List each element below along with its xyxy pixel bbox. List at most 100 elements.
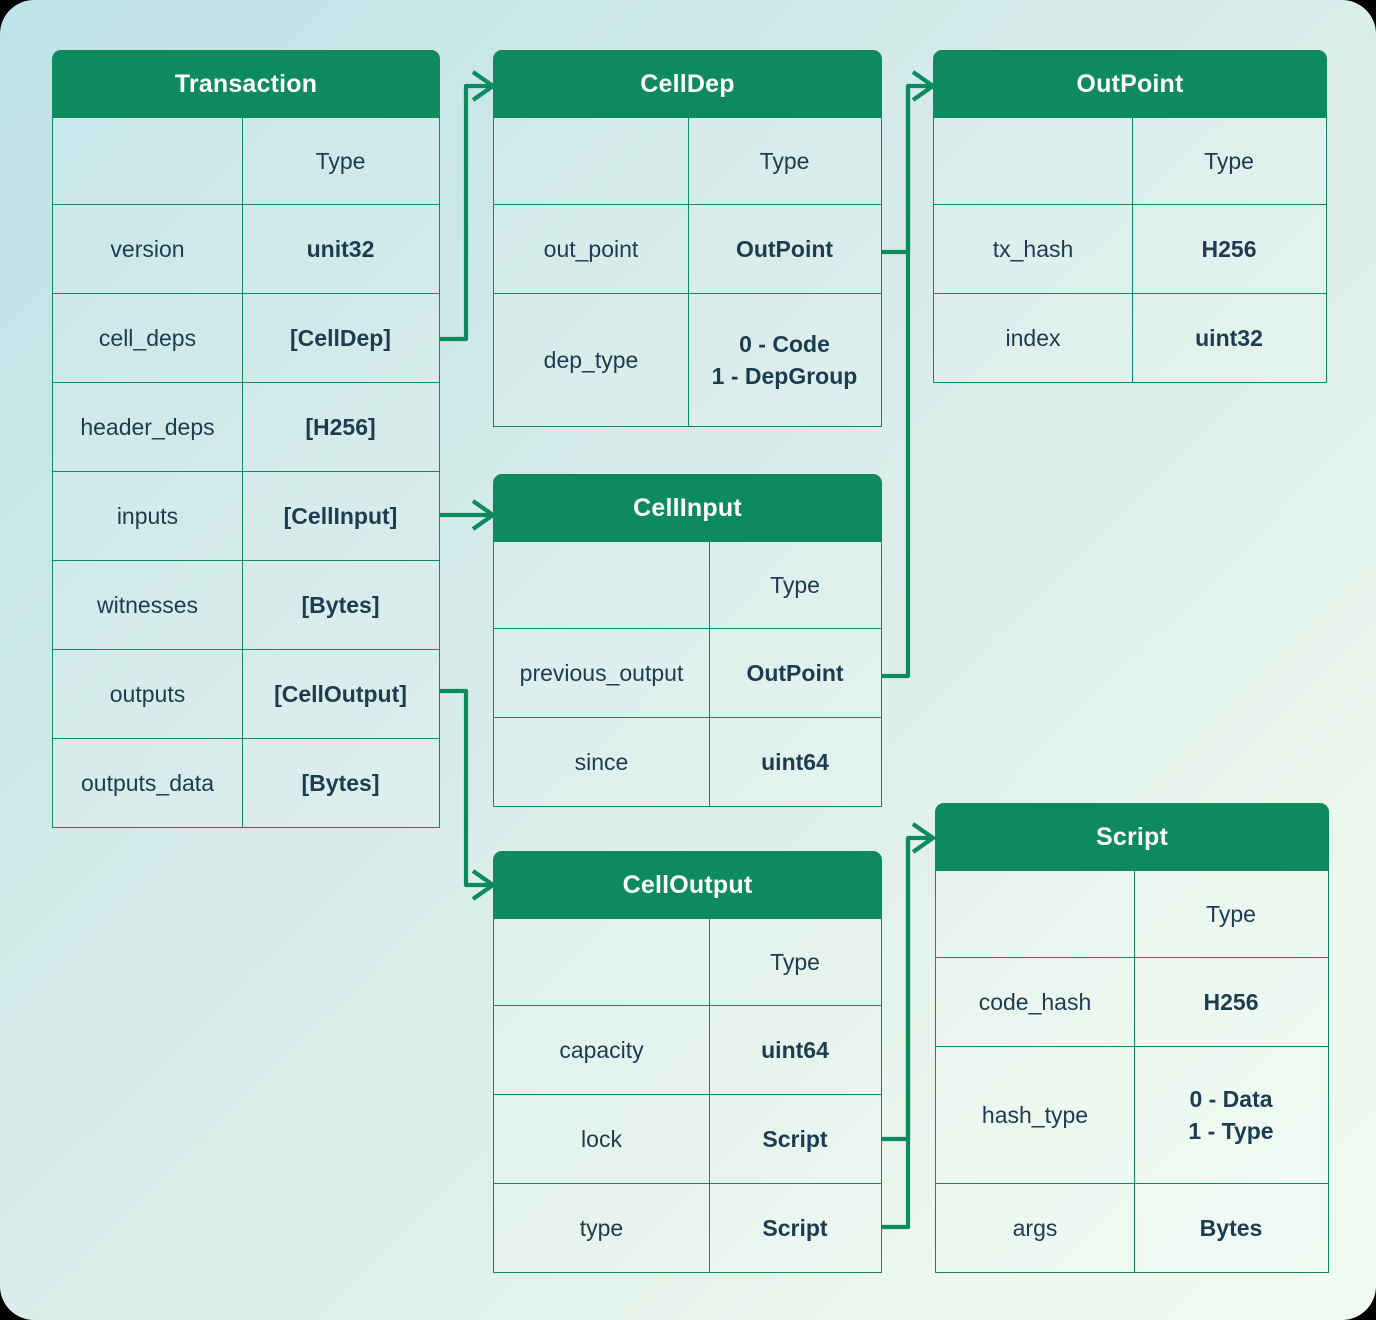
table-row: witnesses [Bytes] [53,561,439,650]
column-header-type: Type [1204,147,1254,174]
field-type: unit32 [306,235,375,262]
field-type: Bytes [1199,1214,1263,1241]
column-header-field [53,118,243,204]
column-header-field [934,118,1133,204]
field-name: out_point [494,205,689,293]
field-type: OutPoint [735,235,834,262]
entity-script-title: Script [935,803,1329,871]
entity-transaction-body: Type version unit32 cell_deps [CellDep] … [52,118,440,828]
link-celldeps-to-celldep [440,70,496,342]
field-type-line: 0 - Code [739,330,830,357]
table-row: tx_hash H256 [934,205,1326,294]
table-row: args Bytes [936,1184,1328,1272]
entity-script-body: Type code_hash H256 hash_type 0 - Data 1… [935,871,1329,1273]
entity-outpoint-body: Type tx_hash H256 index uint32 [933,118,1327,383]
table-row: version unit32 [53,205,439,294]
entity-celloutput-title: CellOutput [493,851,882,919]
field-name: outputs_data [53,739,243,827]
table-row: lock Script [494,1095,881,1184]
field-name: since [494,718,710,806]
field-name: tx_hash [934,205,1133,293]
field-type: uint64 [761,748,829,775]
table-row: hash_type 0 - Data 1 - Type [936,1047,1328,1184]
field-type-line: 1 - Type [1188,1118,1274,1144]
entity-celloutput-body: Type capacity uint64 lock Script type Sc… [493,919,882,1273]
entity-outpoint-title: OutPoint [933,50,1327,118]
table-header-row: Type [494,919,881,1006]
entity-celldep: CellDep Type out_point OutPoint dep_type… [493,50,882,427]
column-header-type: Type [770,571,820,598]
field-name: dep_type [494,294,689,426]
entity-celldep-title: CellDep [493,50,882,118]
field-type: uint32 [1195,324,1263,351]
entity-celloutput: CellOutput Type capacity uint64 lock Scr… [493,851,882,1273]
column-header-field [494,919,710,1005]
field-name: code_hash [936,958,1135,1046]
field-type-line: 1 - DepGroup [711,363,858,389]
field-type: [CellOutput] [274,680,407,707]
field-name: cell_deps [53,294,243,382]
field-type: uint64 [761,1036,829,1063]
field-name: version [53,205,243,293]
field-type: H256 [1201,235,1257,262]
field-type: Script [762,1214,828,1241]
entity-transaction: Transaction Type version unit32 cell_dep… [52,50,440,828]
table-header-row: Type [934,118,1326,205]
entity-script: Script Type code_hash H256 hash_type 0 -… [935,803,1329,1273]
link-outpoint-ref-from-cellinput [882,86,911,679]
table-row: outputs [CellOutput] [53,650,439,739]
field-type: [Bytes] [301,591,380,618]
table-row: capacity uint64 [494,1006,881,1095]
table-header-row: Type [53,118,439,205]
field-type: 0 - Data 1 - Type [1135,1047,1327,1183]
entity-cellinput: CellInput Type previous_output OutPoint … [493,474,882,807]
link-script-ref-from-type [882,838,911,1230]
table-row: header_deps [H256] [53,383,439,472]
column-header-type: Type [770,948,820,975]
column-header-field [494,118,689,204]
entity-outpoint: OutPoint Type tx_hash H256 index uint32 [933,50,1327,383]
field-type: OutPoint [746,659,844,686]
field-name: previous_output [494,629,710,717]
field-type: [CellDep] [290,324,391,351]
field-type: [CellInput] [283,502,398,529]
column-header-type: Type [759,147,810,174]
field-name: lock [494,1095,710,1183]
column-header-type: Type [1206,900,1256,927]
field-name: header_deps [53,383,243,471]
table-row: code_hash H256 [936,958,1328,1047]
table-row: inputs [CellInput] [53,472,439,561]
field-type: H256 [1203,988,1259,1015]
field-name: capacity [494,1006,710,1094]
entity-celldep-body: Type out_point OutPoint dep_type 0 - Cod… [493,118,882,427]
column-header-type: Type [315,147,366,174]
table-row: dep_type 0 - Code 1 - DepGroup [494,294,881,426]
table-header-row: Type [494,118,881,205]
link-outputs-to-celloutput [440,688,496,901]
field-name: hash_type [936,1047,1135,1183]
entity-cellinput-body: Type previous_output OutPoint since uint… [493,542,882,807]
field-type: 0 - Code 1 - DepGroup [689,294,880,426]
table-row: outputs_data [Bytes] [53,739,439,827]
column-header-field [494,542,710,628]
field-type-line: 0 - Data [1189,1085,1273,1112]
table-row: type Script [494,1184,881,1272]
entity-cellinput-title: CellInput [493,474,882,542]
table-row: index uint32 [934,294,1326,382]
field-type: [Bytes] [301,769,380,796]
field-type: Script [762,1125,828,1152]
table-row: out_point OutPoint [494,205,881,294]
table-header-row: Type [936,871,1328,958]
field-name: witnesses [53,561,243,649]
table-header-row: Type [494,542,881,629]
field-name: type [494,1184,710,1272]
link-outpoint-ref-from-celldep [882,70,936,255]
entity-transaction-title: Transaction [52,50,440,118]
field-name: index [934,294,1133,382]
table-row: previous_output OutPoint [494,629,881,718]
column-header-field [936,871,1135,957]
field-name: args [936,1184,1135,1272]
link-inputs-to-cellinput [440,499,496,531]
table-row: cell_deps [CellDep] [53,294,439,383]
